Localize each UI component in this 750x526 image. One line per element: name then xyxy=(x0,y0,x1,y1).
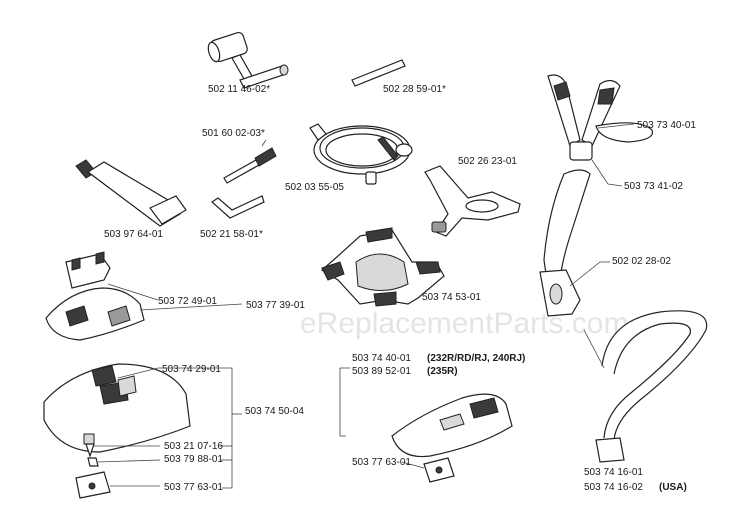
large-guard-drawing xyxy=(43,363,191,453)
label-model-note-232r: (232R/RD/RJ, 240RJ) xyxy=(427,353,525,364)
label-503-72-49-01: 503 72 49-01 xyxy=(158,296,217,307)
label-503-79-88-01: 503 79 88-01 xyxy=(164,454,223,465)
label-503-74-16-01: 503 74 16-01 xyxy=(584,467,643,478)
label-503-21-07-16: 503 21 07-16 xyxy=(164,441,223,452)
trimmer-shield-drawing xyxy=(45,251,145,341)
support-bracket-drawing xyxy=(424,165,521,237)
label-502-21-58-01: 502 21 58-01* xyxy=(200,229,263,240)
label-502-02-28-02: 502 02 28-02 xyxy=(612,256,671,267)
watermark: eReplacementParts.com xyxy=(300,307,628,340)
neck-strap-drawing xyxy=(583,310,708,463)
pin-drawing xyxy=(351,59,406,87)
label-503-77-39-01: 503 77 39-01 xyxy=(246,300,305,311)
label-503-74-40-01: 503 74 40-01 xyxy=(352,353,411,364)
center-shield-drawing xyxy=(391,393,513,458)
label-503-89-52-01: 503 89 52-01 xyxy=(352,366,411,377)
label-503-73-41-02: 503 73 41-02 xyxy=(624,181,683,192)
label-502-11-46-02: 502 11 46-02* xyxy=(208,84,270,95)
label-503-74-16-02: 503 74 16-02 xyxy=(584,482,643,493)
label-model-note-235r: (235R) xyxy=(427,366,458,377)
guard-ring-drawing xyxy=(309,123,413,185)
shoulder-harness-drawing xyxy=(539,74,654,317)
label-usa-note: (USA) xyxy=(659,482,687,493)
screwdriver-drawing xyxy=(223,139,277,184)
grease-tube-drawing xyxy=(75,159,187,227)
label-502-28-59-01: 502 28 59-01* xyxy=(383,84,446,95)
label-503-74-29-01: 503 74 29-01 xyxy=(162,364,221,375)
label-503-77-63-01-left: 503 77 63-01 xyxy=(164,482,223,493)
label-503-97-64-01: 503 97 64-01 xyxy=(104,229,163,240)
mounting-plate-drawing xyxy=(423,457,455,483)
hex-key-drawing xyxy=(211,195,265,219)
socket-wrench-drawing xyxy=(207,31,289,89)
label-503-77-63-01-center: 503 77 63-01 xyxy=(352,457,411,468)
nut-and-plate-drawing xyxy=(75,443,111,499)
label-502-03-55-05: 502 03 55-05 xyxy=(285,182,344,193)
harness-plate-drawing xyxy=(320,227,445,307)
label-503-74-53-01: 503 74 53-01 xyxy=(422,292,481,303)
label-503-73-40-01: 503 73 40-01 xyxy=(637,120,696,131)
label-501-60-02-03: 501 60 02-03* xyxy=(202,128,265,139)
label-502-26-23-01: 502 26 23-01 xyxy=(458,156,517,167)
label-503-74-50-04: 503 74 50-04 xyxy=(245,406,304,417)
